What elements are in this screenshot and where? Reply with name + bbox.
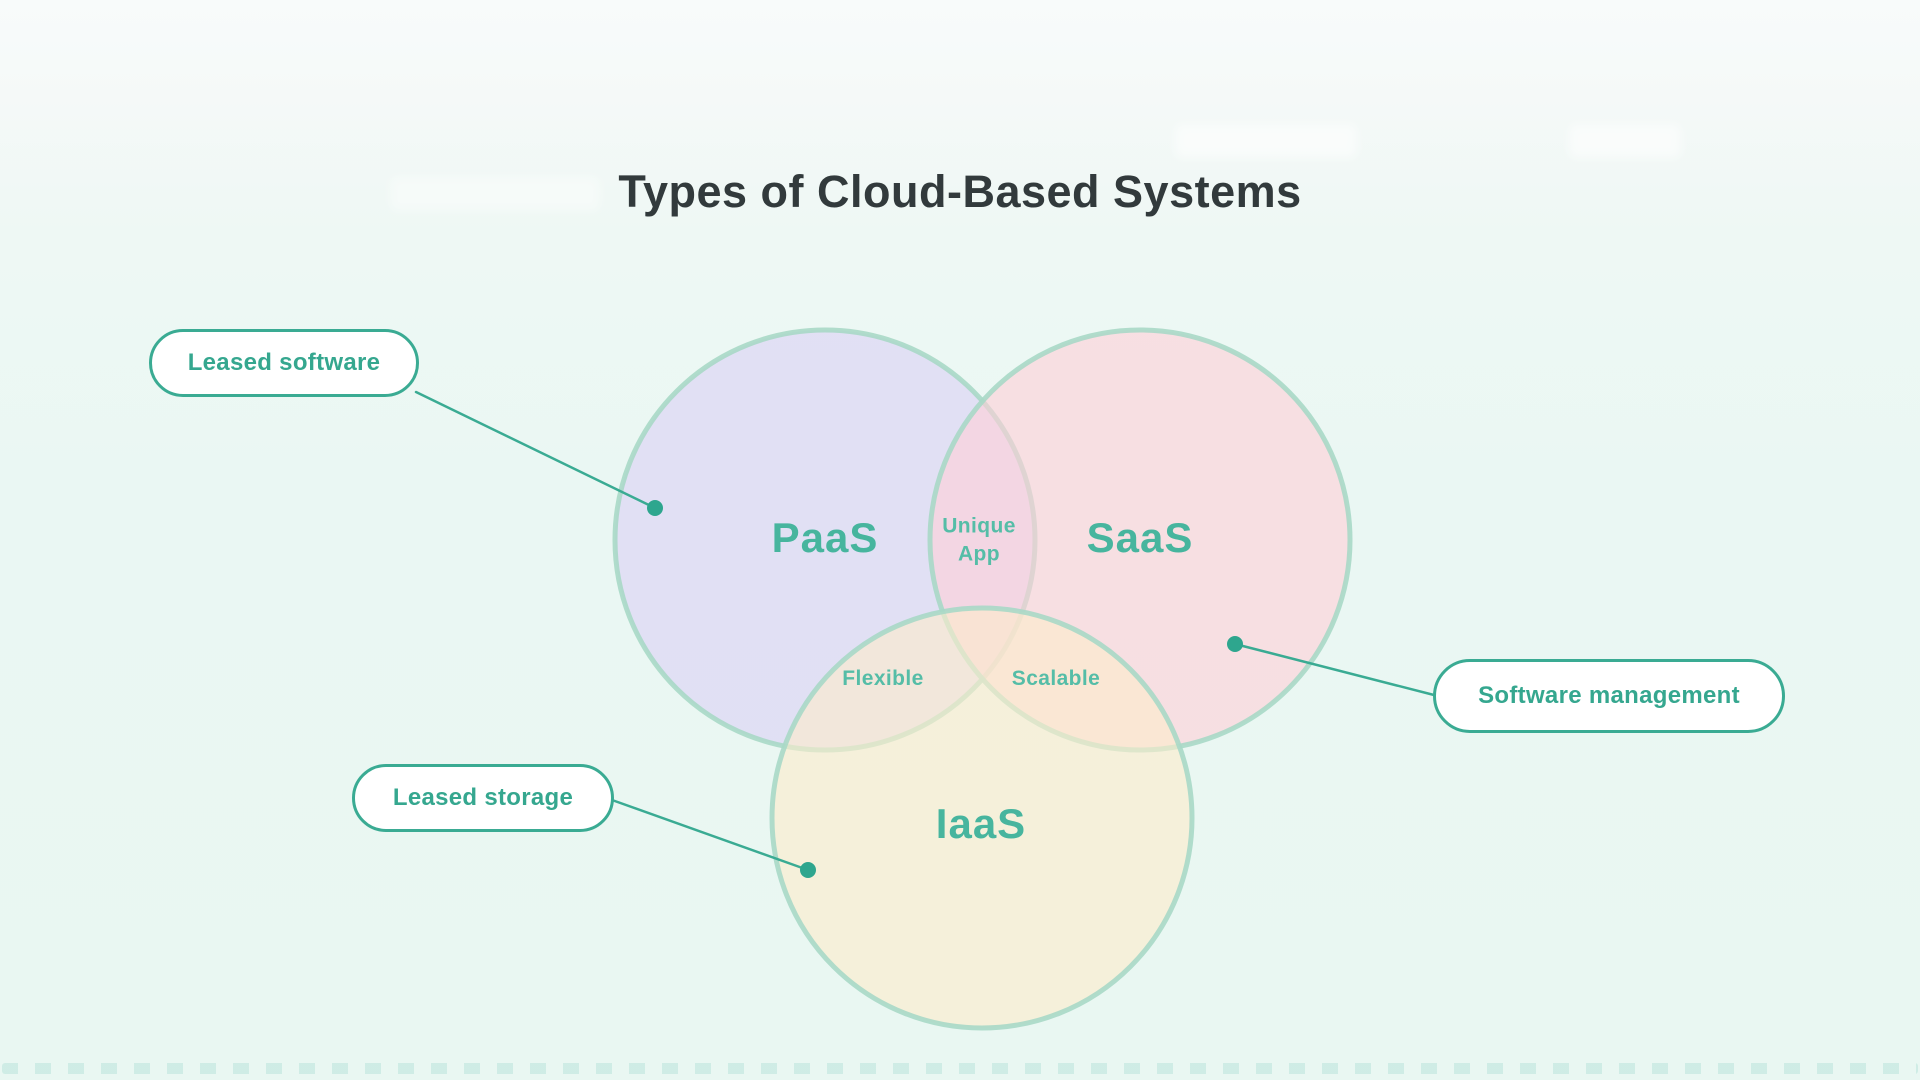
connector-dot-paas — [647, 500, 663, 516]
background-tile-pattern — [2, 1063, 1918, 1074]
paas-label: PaaS — [771, 514, 879, 561]
callout-leased-storage: Leased storage — [352, 764, 614, 832]
connector-dot-iaas — [800, 862, 816, 878]
callout-software-management: Software management — [1433, 659, 1785, 733]
callout-software-management-label: Software management — [1478, 682, 1740, 709]
background-ghost-band — [1569, 124, 1681, 158]
overlap-label-unique-app: Unique App — [942, 514, 1016, 566]
page-title: Types of Cloud-Based Systems — [618, 166, 1302, 217]
callout-leased-software-label: Leased software — [187, 349, 381, 376]
background-ghost-band — [390, 177, 600, 211]
overlap-label-flexible: Flexible — [842, 666, 924, 690]
background-ghost-band — [1175, 124, 1357, 158]
connector-line-software-management — [1233, 642, 1436, 697]
saas-label: SaaS — [1086, 514, 1194, 561]
connector-dot-saas — [1227, 636, 1243, 652]
connector-line-leased-storage — [610, 798, 810, 872]
iaas-circle — [769, 605, 1195, 1031]
overlap-label-scalable: Scalable — [1011, 666, 1101, 690]
callout-leased-storage-label: Leased storage — [392, 784, 574, 811]
callout-leased-software: Leased software — [149, 329, 419, 397]
connector-line-leased-software — [414, 390, 657, 510]
iaas-label: IaaS — [935, 800, 1027, 847]
